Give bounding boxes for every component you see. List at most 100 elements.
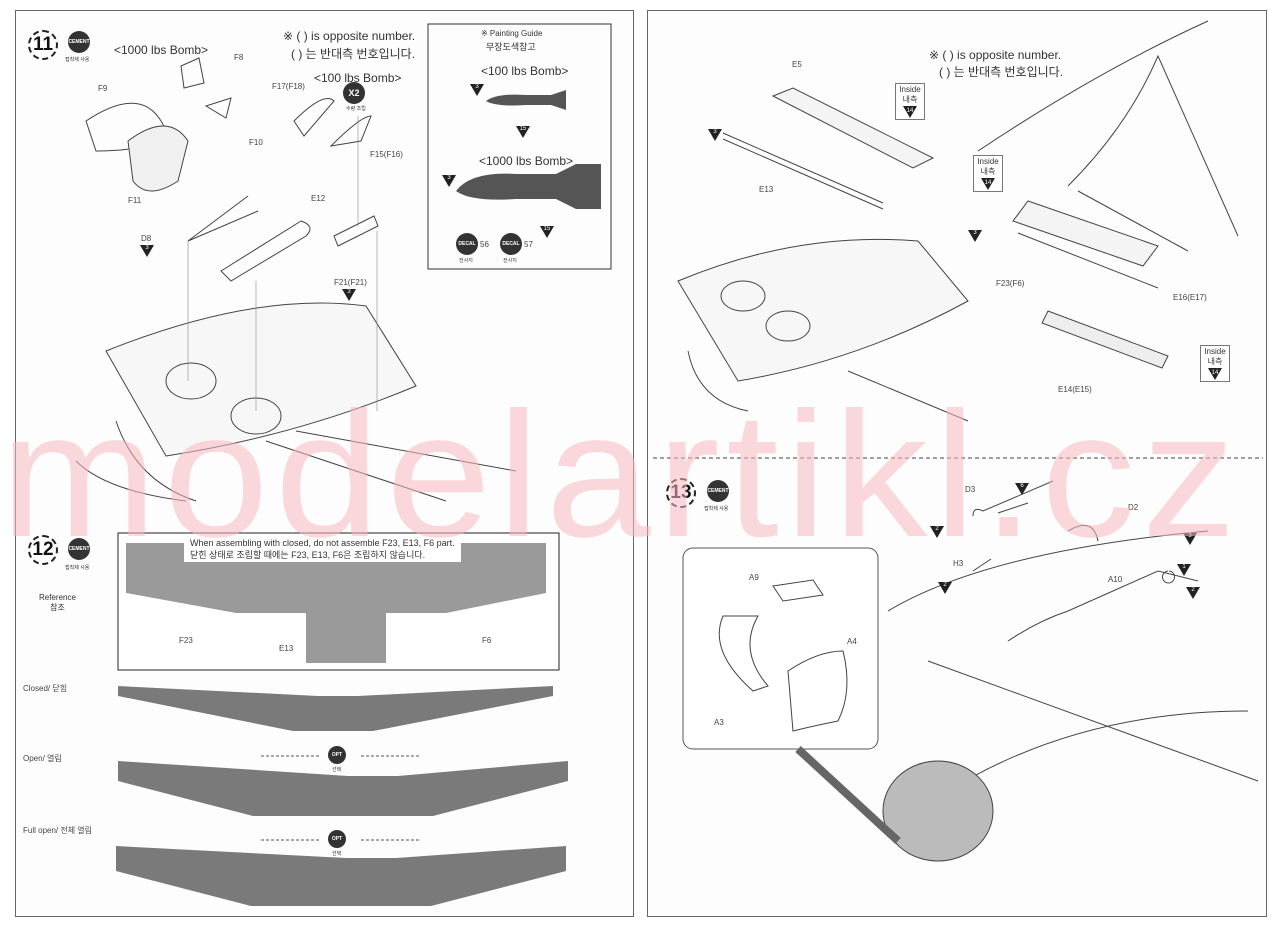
part-label-d2: D2 [1128,503,1139,512]
wing-center-section-drawing [105,302,417,457]
x2-quantity-icon: X2 [343,82,365,104]
right-page-drawings [653,20,1263,862]
painting-guide-bombs [456,90,601,209]
cement-icon: CEMENT [68,31,90,53]
painting-guide-title-ko: 무장도색참고 [486,42,536,52]
part-f23-drawing [1017,232,1159,289]
part-label-f23: F23 [179,636,193,645]
bomb-100-title: <100 lbs Bomb> [314,71,402,85]
paint-color-marker: 2 [938,582,952,594]
paint-color-marker: 2 [930,526,944,538]
opposite-note-ko: ( ) 는 반대측 번호입니다. [291,47,416,61]
part-label-e13: E13 [279,644,294,653]
option-icon: OPT [328,746,346,764]
part-label-a4: A4 [847,637,857,646]
paint-color-marker: 3 [140,245,154,257]
paint-color-marker: 15 [540,226,554,238]
part-label-d8: D8 [141,234,152,243]
paint-color-marker: 3 [708,129,722,141]
detail-inset-box [682,547,879,750]
cement-label: 접착제 사용 [704,506,729,512]
paint-color-marker: 3 [1183,533,1197,545]
step-12-number: 12 [28,535,58,565]
wing-center-section-drawing [677,238,969,382]
part-label-a9: A9 [749,573,759,582]
cement-label: 접착제 사용 [65,57,90,63]
part-f11-bomb-drawing [127,125,189,192]
part-label-a10: A10 [1108,575,1123,584]
part-label-f23-f6: F23(F6) [996,279,1025,288]
guide-bomb-1000-title: <1000 lbs Bomb> [479,154,574,168]
inset-pointer [795,746,901,844]
part-label-f11: F11 [128,196,142,205]
part-f17-drawing [293,98,335,137]
part-label-d3: D3 [965,485,976,494]
opposite-note-en: ※ ( ) is opposite number. [283,29,416,43]
decal-icon: DECAL [456,233,478,255]
part-label-h3: H3 [953,559,964,568]
decal-label: 전사지 [459,258,473,264]
part-label-f21: F21(F21) [334,278,367,287]
inset-parts-drawing [718,579,848,732]
reference-photo-drawing [126,543,546,663]
part-e16-drawing [1012,200,1159,267]
part-e14-drawing [1041,310,1169,369]
engine-cowling-drawing [882,760,994,862]
decal-number: 56 [480,240,489,249]
paint-color-marker: 3 [442,175,456,187]
step-13-number: 13 [666,478,696,508]
open-label: Open/ 열림 [23,754,62,763]
part-f8-drawing [180,57,205,89]
part-label-f17: F17(F18) [272,82,305,91]
guide-bomb-100-title: <100 lbs Bomb> [481,64,569,78]
paint-color-marker: 6 [1015,483,1029,495]
option-label: 선택 [332,851,342,857]
decal-number: 57 [524,240,533,249]
part-e12-drawing [220,220,311,282]
cement-label: 접착제 사용 [65,565,90,571]
part-label-f15: F15(F16) [370,150,403,159]
flap-position-photos [116,686,568,906]
option-label: 선택 [332,767,342,773]
decal-icon: DECAL [500,233,522,255]
closed-assembly-note: When assembling with closed, do not asse… [184,536,461,562]
paint-color-marker: 3 [342,289,356,301]
part-label-f9: F9 [98,84,108,93]
closed-label: Closed/ 닫힘 [23,684,68,693]
paint-color-marker: 3 [968,230,982,242]
paint-color-marker: 1 [1177,564,1191,576]
part-label-f10: F10 [249,138,263,147]
left-page: 11 CEMENT 접착제 사용 <1000 lbs Bomb> ※ ( ) i… [15,10,634,917]
part-label-e16-e17: E16(E17) [1173,293,1207,302]
part-label-e5: E5 [792,60,802,69]
part-label-e14-e15: E14(E15) [1058,385,1092,394]
part-f15-drawing [329,115,372,147]
opposite-note-ko: ( ) 는 반대측 번호입니다. [939,65,1064,79]
decal-label: 전사지 [503,258,517,264]
opposite-note-en: ※ ( ) is opposite number. [929,48,1062,62]
part-label-e12: E12 [311,194,326,203]
left-page-drawings [75,23,612,906]
x2-quantity-label: 수량 조립 [346,106,366,112]
part-d3-drawing [972,480,1054,517]
painting-guide-title: ※ Painting Guide [481,29,543,38]
part-f21-drawing [333,215,379,247]
paint-color-marker: 2 [1186,587,1200,599]
painting-guide-box [427,23,612,270]
step-11-number: 11 [28,30,58,60]
part-d8-drawing [187,195,259,242]
option-icon: OPT [328,830,346,848]
part-label-f6: F6 [482,636,492,645]
full-open-label: Full open/ 전체 열림 [23,826,93,835]
paint-color-marker: 15 [516,126,530,138]
cement-icon: CEMENT [707,480,729,502]
part-label-a3: A3 [714,718,724,727]
part-e13-drawing [722,132,884,210]
paint-color-marker: 3 [470,84,484,96]
part-f10-drawing [204,97,232,119]
bomb-1000-title: <1000 lbs Bomb> [114,43,209,57]
